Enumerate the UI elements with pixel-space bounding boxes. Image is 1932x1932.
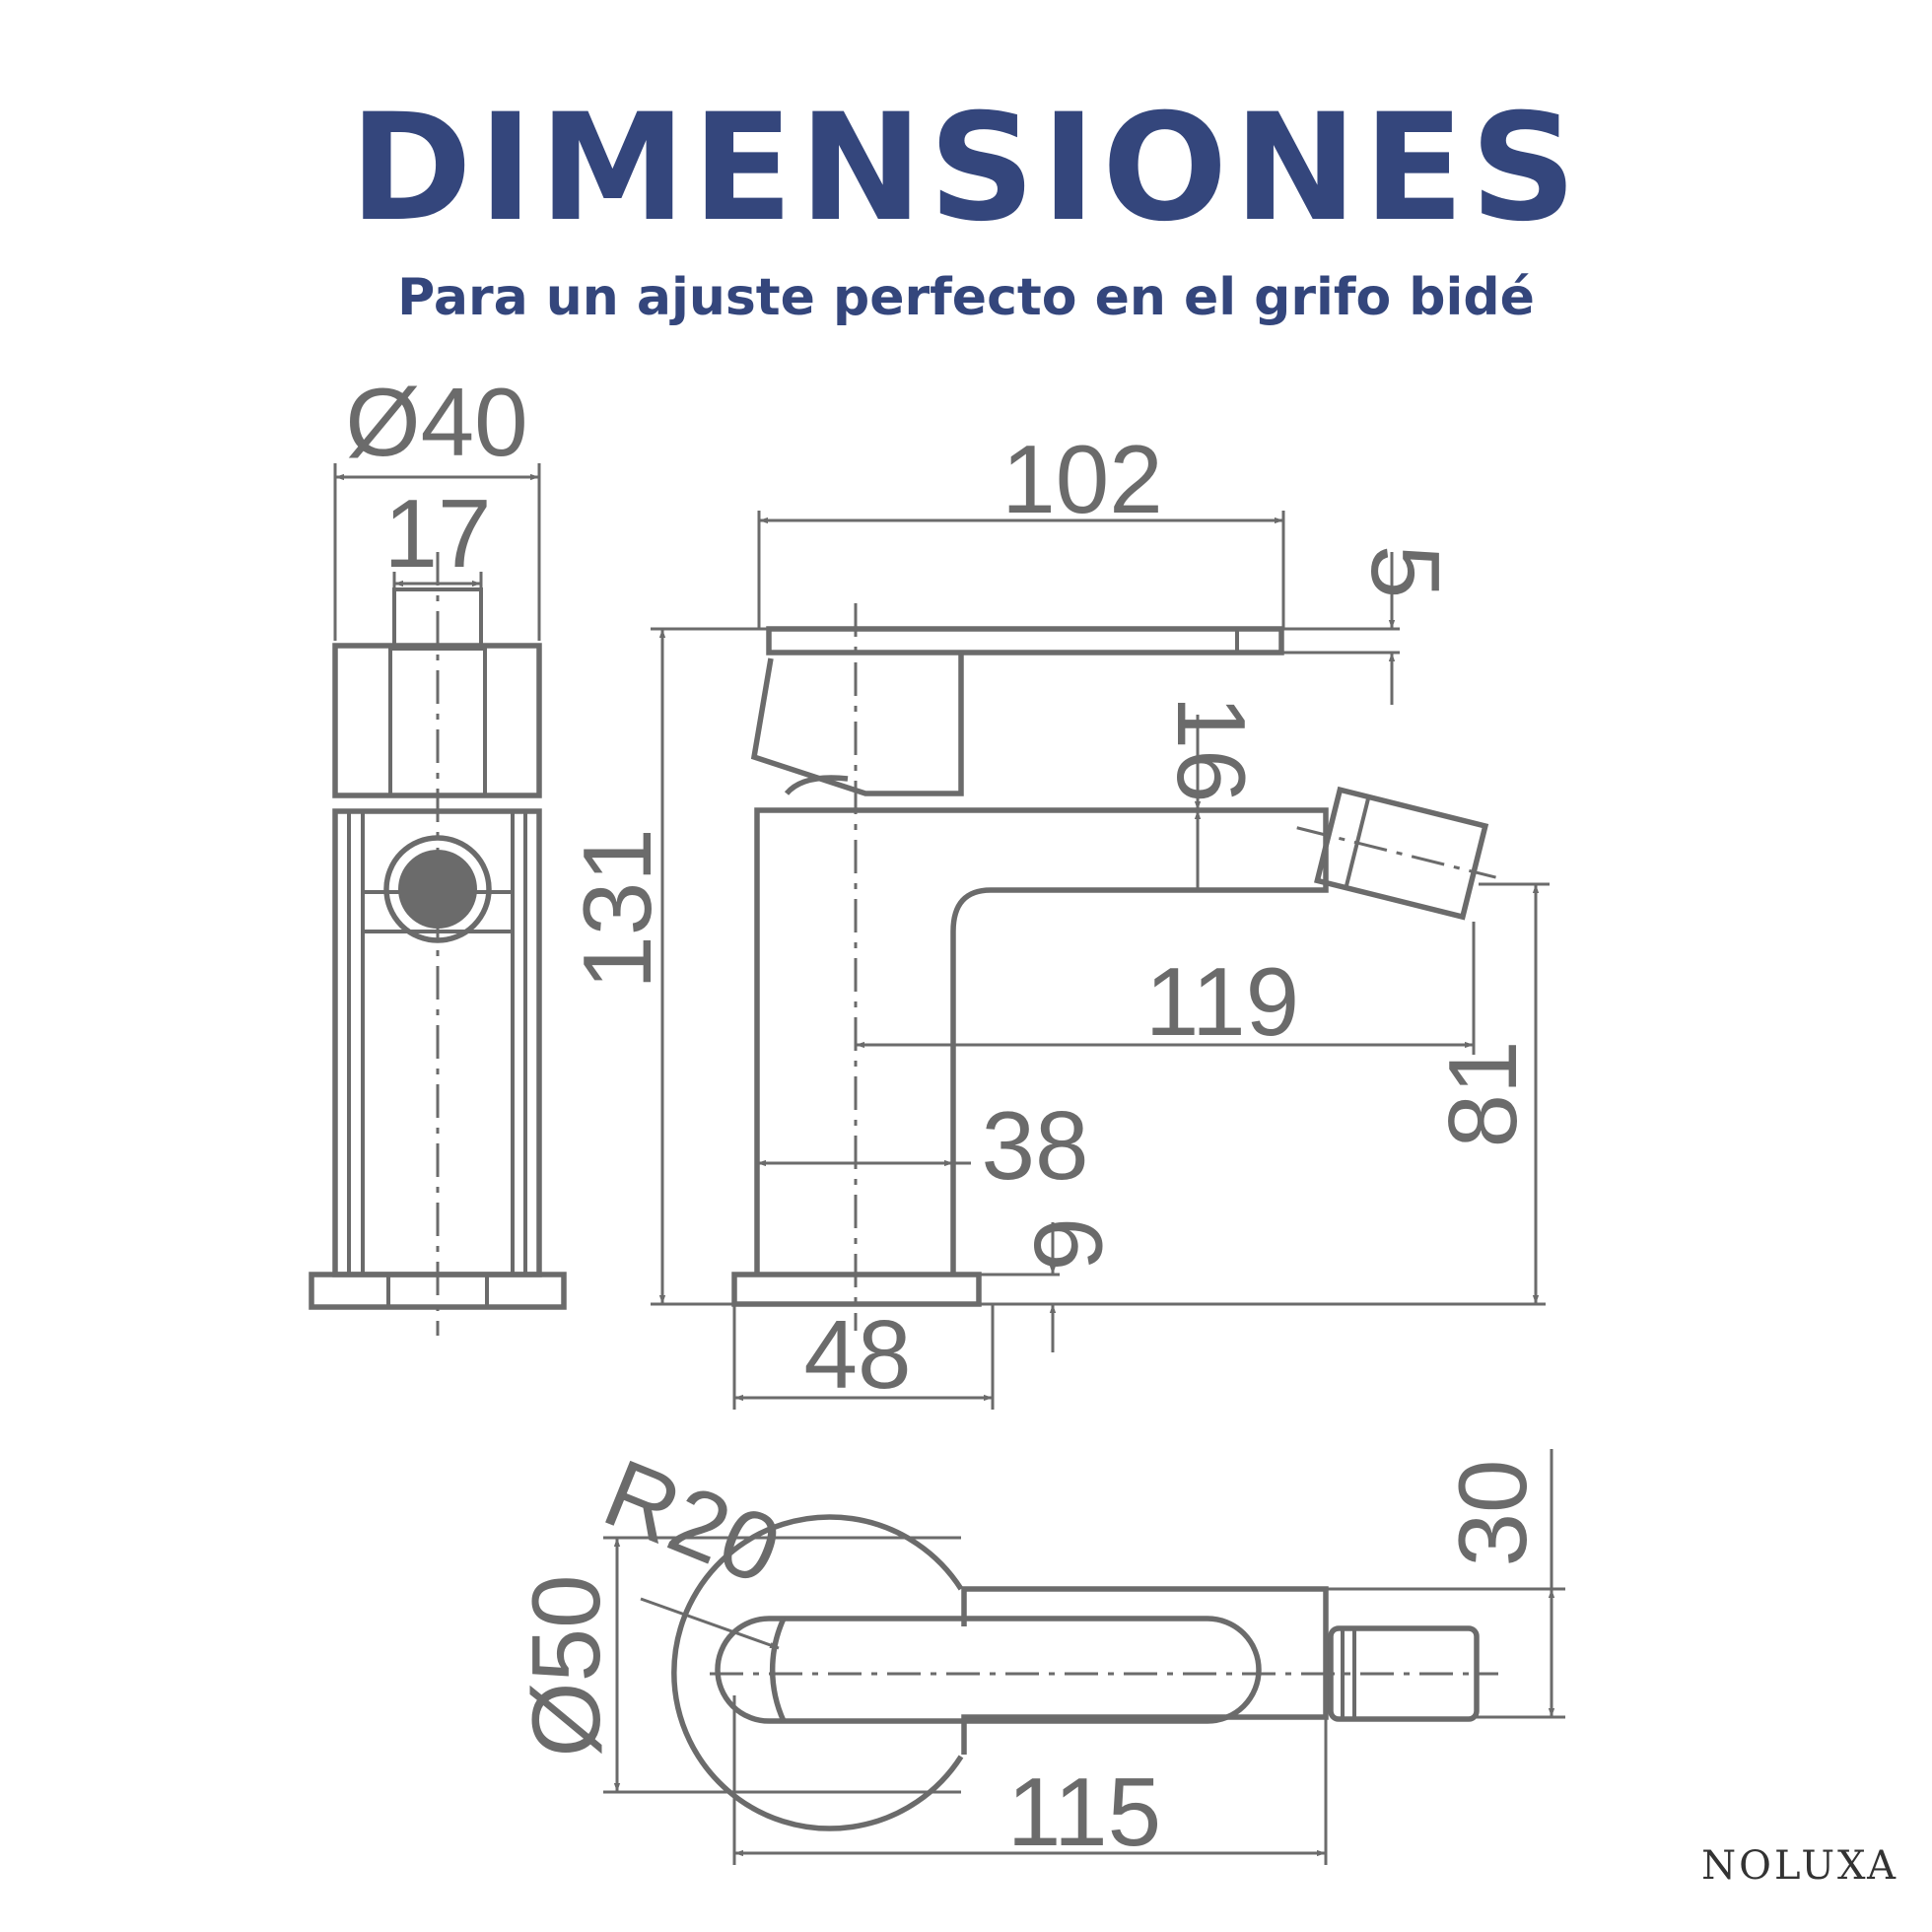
dim-label-top-length: 115 (1007, 1758, 1161, 1866)
top-view: R20 Ø50 115 30 (512, 1438, 1565, 1866)
side-view: Ø40 17 (309, 368, 567, 1336)
dim-label-side-diameter: Ø40 (345, 368, 527, 476)
front-handle-joint (784, 775, 849, 795)
dim-line-top-radius (640, 1597, 780, 1650)
top-spout (961, 1586, 1329, 1755)
dim-label-base-width: 48 (803, 1300, 911, 1409)
page-subtitle: Para un ajuste perfecto en el grifo bidé (397, 268, 1535, 327)
dim-label-lever-thickness: 5 (1351, 545, 1460, 599)
front-outlet (1296, 786, 1496, 921)
dim-label-top-radius: R20 (590, 1438, 795, 1605)
top-lever (715, 1616, 1262, 1724)
dim-label-lever-length: 102 (1001, 425, 1163, 533)
brand-logo: NOLUXA (1701, 1843, 1898, 1889)
top-base-outer (671, 1514, 964, 1831)
dim-label-outlet-height: 81 (1428, 1040, 1537, 1147)
front-view: 102 5 131 16 119 81 38 6 48 (563, 425, 1550, 1410)
dim-label-total-height: 131 (563, 828, 671, 990)
page-title: DIMENSIONES (349, 83, 1583, 254)
front-lever (766, 626, 1284, 656)
dim-label-side-width: 17 (383, 479, 491, 587)
dim-label-top-width: 30 (1438, 1459, 1547, 1566)
dim-label-top-diameter: Ø50 (512, 1574, 620, 1757)
dim-label-base-thickness: 6 (1014, 1217, 1123, 1272)
dim-label-spout-offset: 16 (1157, 695, 1266, 802)
top-base-inner (769, 1617, 787, 1723)
dim-label-spout-reach: 119 (1145, 947, 1299, 1056)
front-body-spout (754, 807, 1329, 1275)
side-lever-tab (392, 587, 483, 651)
dim-label-body-width: 38 (981, 1091, 1088, 1200)
side-aerator (398, 850, 477, 929)
front-handle (750, 653, 964, 796)
